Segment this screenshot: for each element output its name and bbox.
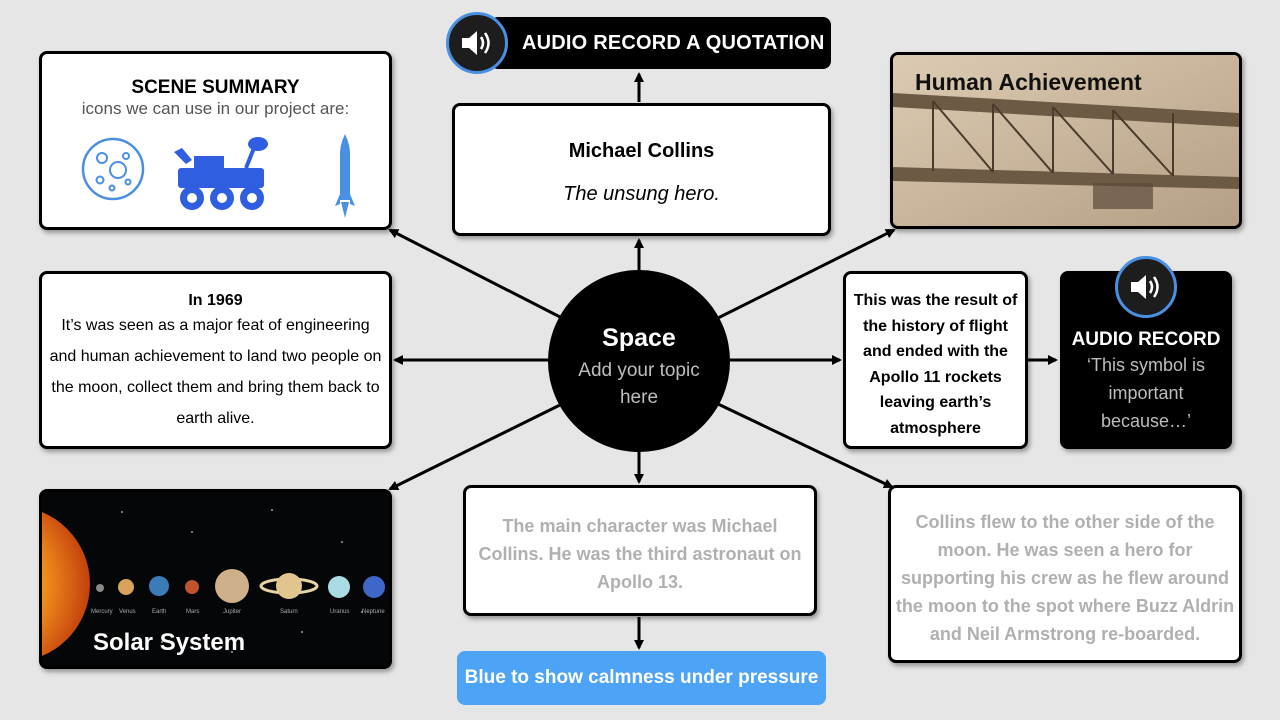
topic-hub[interactable]: Space Add your topic here [548, 270, 730, 452]
audio-record-card[interactable]: AUDIO RECORD ‘This symbol is important b… [1060, 271, 1232, 449]
character-tagline: The unsung hero. [563, 183, 720, 205]
audio-record-title: AUDIO RECORD [1071, 329, 1221, 350]
audio-quote-pill[interactable]: AUDIO RECORD A QUOTATION [490, 17, 831, 69]
moon-icon [81, 137, 145, 201]
audio-record-body: ‘This symbol is important because…’ [1086, 355, 1206, 431]
colour-note-pill[interactable]: Blue to show calmness under pressure [457, 651, 826, 705]
planet-label: Earth [152, 609, 167, 615]
planet-label: Uranus [330, 609, 350, 615]
planet-label: Neptune [362, 609, 385, 615]
solar-system-image [42, 509, 385, 656]
rocket-icon [335, 134, 355, 218]
history-text: This was the result of the history of fl… [853, 292, 1018, 437]
planet-label: Mercury [91, 609, 113, 615]
character-card: Michael Collins The unsung hero. [452, 103, 831, 236]
human-achievement-title: Human Achievement [915, 69, 1142, 95]
audio-quote-label: AUDIO RECORD A QUOTATION [522, 32, 825, 54]
biplane-photo [893, 55, 1239, 226]
collins-text: Collins flew to the other side of the mo… [895, 512, 1235, 644]
scene-summary-subtitle: icons we can use in our project are: [81, 99, 350, 118]
planet-label: Mars [186, 609, 200, 615]
arrow-to-scene-summary [388, 228, 563, 320]
main-character-text: The main character was Michael Collins. … [478, 516, 802, 592]
solar-system-title: Solar System [93, 629, 246, 656]
colour-note-text: Blue to show calmness under pressure [464, 667, 819, 688]
planet-label: Venus [119, 609, 136, 615]
in1969-title: In 1969 [188, 292, 243, 309]
arrow-to-solar-system [388, 402, 563, 491]
history-card: This was the result of the history of fl… [843, 271, 1028, 449]
collins-card: Collins flew to the other side of the mo… [888, 485, 1242, 663]
solar-system-card: Mercury Venus Earth Mars Jupiter Saturn … [39, 489, 392, 669]
lunar-rover-icon [174, 137, 268, 210]
hub-subtitle: Add your topic here [578, 360, 700, 408]
hub-title: Space [602, 324, 676, 352]
main-character-card: The main character was Michael Collins. … [463, 485, 817, 616]
arrow-to-collins [717, 402, 894, 489]
character-name: Michael Collins [568, 140, 715, 162]
speaker-icon[interactable] [446, 12, 508, 74]
planet-label: Saturn [280, 609, 298, 615]
arrow-to-human-achievement [717, 228, 896, 320]
in1969-body: It’s was seen as a major feat of enginee… [49, 317, 382, 427]
human-achievement-card: Human Achievement [890, 52, 1242, 229]
audio-record-speaker-icon[interactable] [1115, 256, 1177, 318]
planet-label: Jupiter [223, 609, 242, 615]
scene-summary-title: SCENE SUMMARY [131, 77, 300, 98]
planet-labels: Mercury Venus Earth Mars Jupiter Saturn … [42, 609, 389, 619]
scene-summary-card: SCENE SUMMARY icons we can use in our pr… [39, 51, 392, 230]
in1969-card: In 1969 It’s was seen as a major feat of… [39, 271, 392, 449]
